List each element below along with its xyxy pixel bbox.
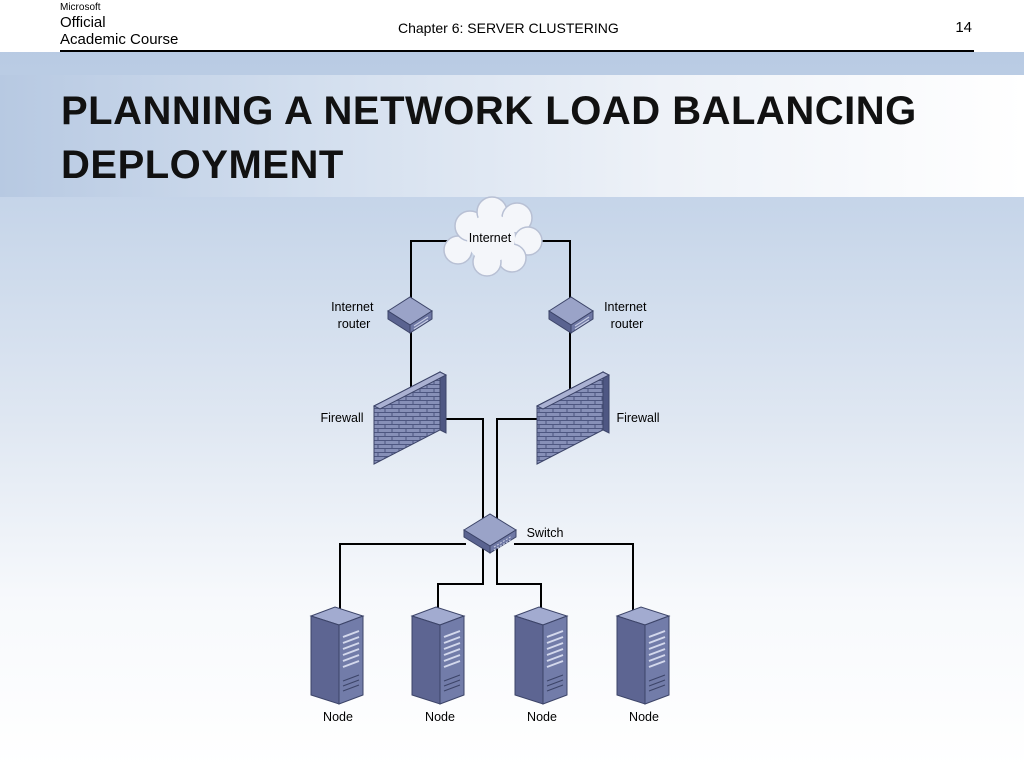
link-switch-node-2 [437, 548, 484, 612]
header-band [0, 0, 1024, 52]
logo-microsoft: Microsoft [60, 2, 101, 13]
node-1-label: Node [323, 710, 353, 724]
logo-official: Official [60, 14, 106, 31]
course-logo: Microsoft Official Academic Course [60, 2, 179, 48]
link-switch-node-3 [496, 548, 542, 612]
internet-cloud-icon [443, 196, 543, 277]
link-firewall-left-switch [444, 418, 484, 526]
router-right-icon [548, 296, 594, 334]
switch-icon [463, 513, 517, 554]
page-number: 14 [955, 19, 972, 36]
firewall-left-icon [372, 371, 448, 465]
server-node-1-icon [309, 606, 365, 705]
firewall-right-icon [535, 371, 611, 465]
node-2-label: Node [425, 710, 455, 724]
node-3-label: Node [527, 710, 557, 724]
connection-lines [339, 240, 634, 612]
firewall-right-label: Firewall [616, 411, 659, 425]
link-internet-router-left [410, 240, 450, 300]
router-left-icon [387, 296, 433, 334]
chapter-title: Chapter 6: SERVER CLUSTERING [398, 20, 619, 36]
slide-title: PLANNING A NETWORK LOAD BALANCING DEPLOY… [61, 89, 917, 187]
header-rule [60, 50, 974, 52]
server-node-4-icon [615, 606, 671, 705]
router-left-label: Internet router [331, 300, 377, 331]
internet-label: Internet [469, 231, 512, 245]
router-right-label: Internet router [604, 300, 650, 331]
firewall-left-label: Firewall [320, 411, 363, 425]
node-4-label: Node [629, 710, 659, 724]
server-node-3-icon [513, 606, 569, 705]
link-switch-node-4 [514, 543, 634, 612]
link-firewall-right-switch [496, 418, 538, 526]
switch-label: Switch [527, 526, 564, 540]
server-node-2-icon [410, 606, 466, 705]
logo-academic-course: Academic Course [60, 31, 179, 48]
link-internet-router-right [530, 240, 571, 300]
link-switch-node-1 [339, 543, 466, 612]
title-band [0, 75, 1024, 197]
